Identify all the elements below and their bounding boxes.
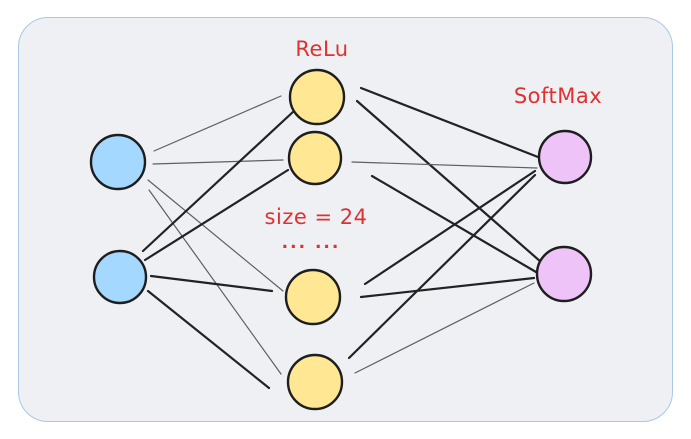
label-relu-activation: ReLu bbox=[295, 37, 349, 61]
node-hidden-1 bbox=[288, 68, 346, 126]
label-ellipsis: ... ... bbox=[281, 233, 341, 253]
node-hidden-3 bbox=[284, 268, 342, 326]
edge-hidden-2-to-output-1 bbox=[351, 161, 538, 169]
edge-hidden-1-to-output-1 bbox=[359, 86, 540, 159]
edge-hidden-1-to-output-2 bbox=[355, 99, 543, 264]
label-hidden-size: size = 24 bbox=[264, 205, 368, 229]
edge-input-1-to-hidden-4 bbox=[148, 189, 282, 375]
node-input-2 bbox=[92, 249, 148, 305]
node-hidden-4 bbox=[286, 353, 344, 411]
edge-hidden-4-to-output-1 bbox=[347, 173, 537, 360]
edge-input-2-to-hidden-3 bbox=[149, 274, 274, 293]
edge-input-1-to-hidden-3 bbox=[147, 179, 284, 292]
edge-input-2-to-hidden-1 bbox=[141, 109, 296, 253]
node-hidden-2 bbox=[287, 130, 343, 186]
node-input-1 bbox=[89, 133, 147, 191]
edge-input-2-to-hidden-4 bbox=[146, 289, 271, 390]
edge-input-1-to-hidden-1 bbox=[153, 95, 282, 152]
label-softmax-activation: SoftMax bbox=[513, 84, 603, 108]
edge-input-1-to-hidden-2 bbox=[152, 159, 284, 165]
edge-input-2-to-hidden-2 bbox=[143, 168, 290, 262]
node-output-2 bbox=[535, 245, 593, 303]
edge-hidden-3-to-output-1 bbox=[363, 169, 537, 286]
edge-hidden-4-to-output-2 bbox=[354, 282, 535, 374]
diagram-frame bbox=[18, 17, 673, 422]
node-output-1 bbox=[537, 129, 593, 185]
edge-hidden-3-to-output-2 bbox=[359, 276, 536, 299]
